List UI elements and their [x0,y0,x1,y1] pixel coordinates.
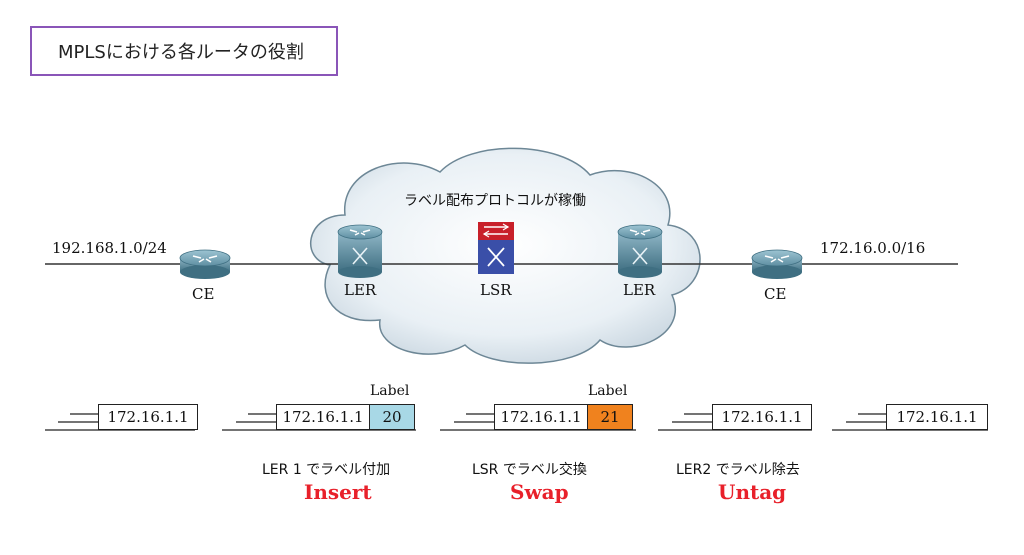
packet-3-label-value: 21 [587,404,633,430]
cloud-label: ラベル配布プロトコルが稼働 [404,193,586,209]
network-left-label: 192.168.1.0/24 [52,239,167,257]
packet-4-address: 172.16.1.1 [721,408,803,426]
packet-1: 172.16.1.1 [98,404,198,430]
ler-left-label: LER [344,281,377,299]
packet-5-address: 172.16.1.1 [896,408,978,426]
operation-1-action: Insert [304,480,372,504]
packet-lead-lines [45,413,988,431]
operation-3-description: LER2 でラベル除去 [676,462,800,478]
ler-right-label: LER [623,281,656,299]
lsr-label: LSR [480,281,512,299]
ce-right-router-icon [751,249,803,279]
packet-3-address: 172.16.1.1 [500,408,582,426]
operation-2-action: Swap [510,480,569,504]
network-right-label: 172.16.0.0/16 [820,239,926,257]
packet-5: 172.16.1.1 [886,404,988,430]
packet-2-address: 172.16.1.1 [282,408,364,426]
ler-left-router-icon [337,224,383,278]
ce-left-router-icon [179,249,231,279]
packet-4: 172.16.1.1 [712,404,812,430]
packet-2-label-value: 20 [369,404,415,430]
operation-2-description: LSR でラベル交換 [472,462,587,478]
lsr-switch-icon [478,222,514,274]
ce-left-label: CE [192,285,215,303]
packet-1-address: 172.16.1.1 [107,408,189,426]
operation-3-action: Untag [718,480,787,504]
ler-right-router-icon [617,224,663,278]
operation-1-description: LER 1 でラベル付加 [262,462,391,478]
ce-right-label: CE [764,285,787,303]
packet-2: 172.16.1.1 [276,404,370,430]
page-title-text: MPLSにおける各ルータの役割 [58,42,304,63]
packet-3-label-header: Label [588,383,628,399]
page-title: MPLSにおける各ルータの役割 [30,26,338,76]
packet-3: 172.16.1.1 [494,404,588,430]
packet-2-label-header: Label [370,383,410,399]
